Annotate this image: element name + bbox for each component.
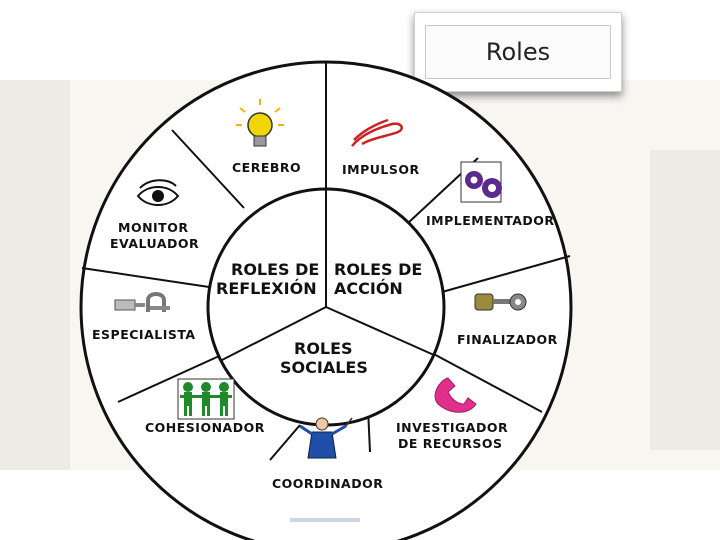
role-label-monitor: MONITOR EVALUADOR	[110, 220, 199, 251]
role-label-cerebro: CEREBRO	[232, 160, 301, 175]
center-label-sociales: ROLES SOCIALES	[280, 339, 368, 377]
gears-icon	[460, 161, 502, 203]
bottom-bar	[290, 518, 360, 522]
role-label-cohesionador: COHESIONADOR	[145, 420, 265, 435]
background-watermark	[0, 80, 70, 470]
page-title: Roles	[485, 38, 551, 66]
conductor-icon	[299, 417, 353, 459]
people-chain-icon	[177, 378, 235, 420]
inner-dividers	[221, 189, 435, 361]
center-label-accion: ROLES DE ACCIÓN	[334, 260, 428, 298]
eye-icon	[136, 179, 180, 206]
telephone-icon	[434, 377, 477, 413]
role-label-impulsor: IMPULSOR	[342, 162, 420, 177]
hand-key-icon	[474, 293, 527, 311]
role-label-coordinador: COORDINADOR	[272, 476, 383, 491]
lightbulb-icon	[236, 99, 284, 147]
plug-icon	[114, 292, 170, 312]
center-label-reflexion: ROLES DE REFLEXIÓN	[216, 260, 325, 298]
role-label-especialista: ESPECIALISTA	[92, 327, 196, 342]
role-label-implementador: IMPLEMENTADOR	[426, 213, 555, 228]
role-label-investigador: INVESTIGADOR DE RECURSOS	[396, 420, 513, 451]
role-label-finalizador: FINALIZADOR	[457, 332, 558, 347]
title-card: Roles	[414, 12, 622, 92]
rope-icon	[351, 118, 403, 147]
background-watermark	[650, 150, 720, 450]
ring-dividers	[81, 62, 571, 461]
title-frame: Roles	[425, 25, 611, 79]
